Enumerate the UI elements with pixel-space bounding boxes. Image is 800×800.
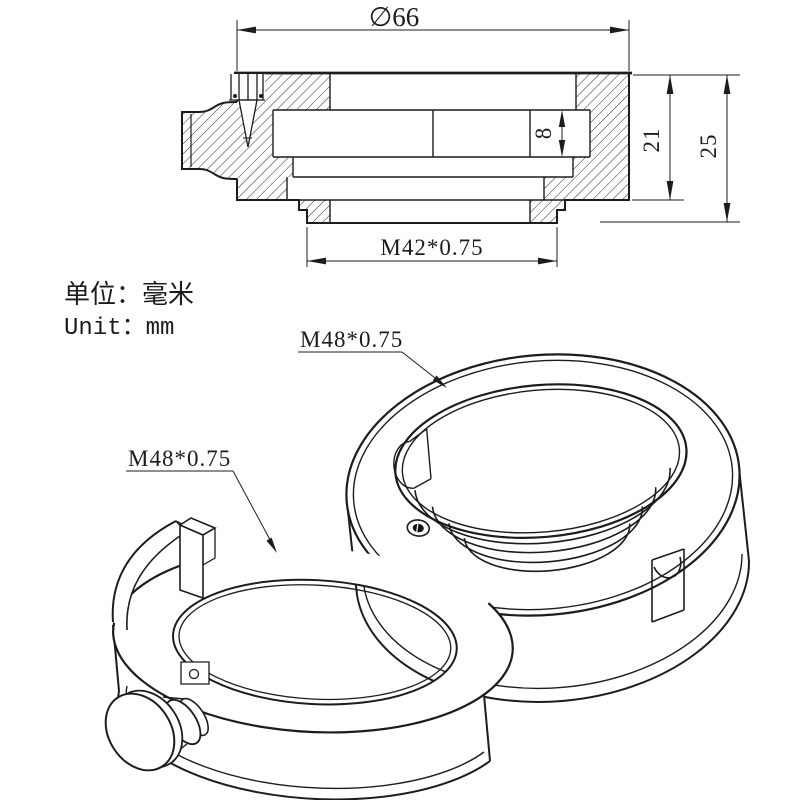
dim-label-m42: M42*0.75: [380, 235, 483, 260]
dim-groove-8: [558, 110, 566, 157]
iso-clamp: [104, 517, 514, 800]
leader-ring-thread: [298, 351, 447, 388]
dim-label-diameter: ∅66: [369, 2, 420, 32]
label-clamp-thread: M48*0.75: [128, 446, 231, 471]
drawing-root: ∅66 8 21: [64, 2, 751, 800]
arrowhead-up-icon: [723, 75, 731, 94]
unit-note-cn: 单位：毫米: [64, 279, 194, 309]
section-view: ∅66 8 21: [181, 2, 740, 267]
dim-height-25: [600, 75, 740, 223]
dim-outer-diameter: [236, 20, 630, 71]
section-thumbscrew-boss: [181, 101, 238, 180]
ring-thread-crests: [414, 467, 671, 573]
dim-thread-m42: [306, 227, 558, 267]
dim-height-21: [632, 74, 740, 201]
dim-label-25: 25: [696, 134, 721, 159]
iso-ring: [345, 353, 751, 703]
arrowhead-up-icon: [666, 75, 674, 94]
leader-arrowhead-icon: [266, 537, 277, 553]
ring-setscrew-hole: [406, 519, 431, 537]
ring-bore-slot: [393, 428, 432, 489]
arrowhead-left-icon: [307, 257, 326, 265]
clamp-tab: [178, 517, 217, 600]
iso-view: M48*0.75 M48*0.75: [104, 327, 751, 800]
arrowhead-right-icon: [538, 257, 557, 265]
arrowhead-up-icon: [558, 110, 566, 127]
arrowhead-down-icon: [558, 140, 566, 157]
label-ring-thread: M48*0.75: [300, 327, 403, 352]
clamp-flex-arm: [111, 520, 191, 631]
section-screw-detail: [229, 74, 265, 148]
arrowhead-down-icon: [723, 203, 731, 222]
leader-clamp-thread: [126, 470, 277, 553]
arrowhead-left-icon: [237, 26, 256, 34]
clamp-thumbscrew: [104, 689, 209, 772]
section-outline: [234, 71, 632, 224]
dim-label-21: 21: [639, 128, 664, 153]
section-inner-edges: [272, 73, 591, 223]
dim-label-groove: 8: [531, 127, 556, 140]
unit-note-en: Unit：mm: [64, 315, 174, 342]
clamp-screw-boss: [180, 661, 210, 685]
arrowhead-down-icon: [666, 181, 674, 200]
arrowhead-right-icon: [610, 26, 629, 34]
leader-arrowhead-icon: [432, 375, 447, 388]
ring-wall-cutout: [651, 548, 685, 623]
